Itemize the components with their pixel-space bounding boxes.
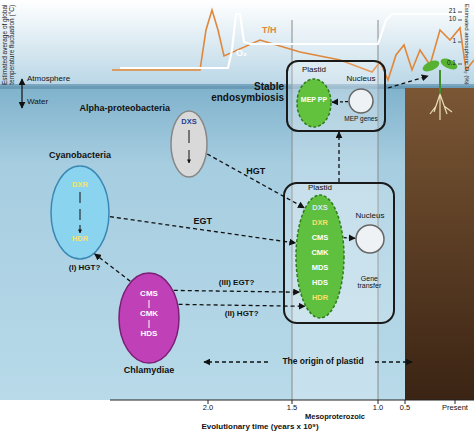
water xyxy=(0,86,474,400)
transfer-arrow xyxy=(344,237,355,239)
series-label: T/H xyxy=(262,26,286,35)
axis-text: Mesoproterozoic xyxy=(290,413,380,421)
axis-text: 1.5 xyxy=(282,404,302,412)
cell-box: PlastidDXS DXR CMS CMK MDS HDS HDR Nucleus xyxy=(283,182,395,324)
span-label: The origin of plastid xyxy=(270,357,376,366)
bacterium-ellipse: CyanobacteriaDXRHDR xyxy=(50,165,110,260)
shape-fill xyxy=(297,79,331,127)
plant-stem xyxy=(439,70,441,94)
gene-name: CMK xyxy=(118,310,180,318)
shape-outline xyxy=(355,224,385,254)
edge-label: (III) EGT? xyxy=(219,279,255,287)
cell-box: Stable endosymbiosisPlastidMEP PPNucleus… xyxy=(286,60,386,132)
organism-label: Chlamydiae xyxy=(99,366,199,375)
pathway-name: MEP PP xyxy=(298,96,330,103)
axis-text: Estimated atmospheric O₂ (%) xyxy=(464,0,470,89)
axis-text: 1 xyxy=(440,38,456,45)
pathway-step xyxy=(149,300,150,328)
shape-fill xyxy=(349,89,373,113)
gene-name: HDR xyxy=(295,294,345,302)
gene-name: MDS xyxy=(295,264,345,272)
axis-text: 10 xyxy=(440,16,456,23)
axis-area xyxy=(0,400,474,434)
gene-name: CMS xyxy=(295,234,345,242)
edge-label: HGT xyxy=(246,167,265,176)
axis-text: 0.1 xyxy=(440,60,456,67)
axis-text: Present xyxy=(437,404,473,412)
shape-fill xyxy=(51,166,109,259)
shape-fill xyxy=(296,195,344,318)
span-arrow xyxy=(375,361,412,362)
series-label: O₂ xyxy=(236,49,260,58)
axis-text: 1.0 xyxy=(368,404,388,412)
shape-outline xyxy=(348,88,374,114)
gene-name: CMS xyxy=(118,290,180,298)
edge-label: EGT xyxy=(193,217,212,226)
soil xyxy=(405,88,474,400)
plant-leaf xyxy=(439,56,459,72)
transfer-arrow xyxy=(174,290,300,292)
edge-label: (II) HGT? xyxy=(225,310,259,318)
transfer-arrow xyxy=(110,217,296,243)
shape-fill xyxy=(119,273,179,363)
sky xyxy=(0,0,474,86)
organelle-label: Plastid xyxy=(295,184,345,192)
axis-text: 21 xyxy=(440,8,456,15)
pathway-step xyxy=(189,130,190,163)
gene-name: DXS xyxy=(170,118,208,126)
zone-label: Atmosphere xyxy=(27,75,87,83)
transfer-arrow xyxy=(207,154,304,208)
axis-text: Estimated average of global temperature … xyxy=(2,0,16,93)
plastid-ellipse: PlastidMEP PP xyxy=(296,78,332,128)
span-arrow xyxy=(204,361,268,362)
edge-label: (I) HGT? xyxy=(69,263,101,271)
gene-name: DXR xyxy=(295,219,345,227)
gene-name: DXR xyxy=(50,181,110,189)
organelle-label: Nucleus xyxy=(338,75,384,83)
gene-name: CMK xyxy=(295,249,345,257)
transfer-arrow xyxy=(338,132,339,182)
evolution-arrow xyxy=(388,76,428,88)
transfer-arrow xyxy=(95,254,131,281)
organism-label: Cyanobacteria xyxy=(38,151,122,160)
gene-name: HDR xyxy=(50,235,110,243)
transfer-arrow xyxy=(332,101,348,103)
axis-ticks xyxy=(208,400,455,404)
axis-text: Evolutionary time (years x 10⁹) xyxy=(140,423,380,431)
boundary-arrow xyxy=(21,79,22,108)
shape-outline xyxy=(50,165,110,260)
shape-fill xyxy=(171,111,207,177)
organelle-label: Plastid xyxy=(292,66,336,74)
bacterium-ellipse: Alpha-proteobacteriaDXS xyxy=(170,110,208,178)
plant-leaf xyxy=(421,58,441,74)
bacterium-ellipse: ChlamydiaeCMSCMKHDS xyxy=(118,272,180,364)
pathway-step xyxy=(80,192,81,233)
axis-text: 2.0 xyxy=(198,404,218,412)
nucleus-circle: NucleusMEP genes xyxy=(348,88,374,114)
gene-name: DXS xyxy=(295,204,345,212)
plant-roots xyxy=(430,94,452,120)
cell-heading: Stable endosymbiosis xyxy=(208,82,284,103)
nucleus-circle: Nucleus xyxy=(355,224,385,254)
gene-name: HDS xyxy=(118,330,180,338)
organelle-label: Nucleus xyxy=(347,212,393,220)
gene-name: HDS xyxy=(295,279,345,287)
axis-text: 0.5 xyxy=(395,404,415,412)
zone-label: Water xyxy=(27,98,87,106)
shape-fill xyxy=(356,225,384,253)
plastid-ellipse: PlastidDXSDXRCMSCMKMDSHDSHDR xyxy=(295,194,345,319)
transfer-arrow xyxy=(179,304,305,306)
gene-group: MEP genes xyxy=(338,116,384,123)
organism-label: Alpha-proteobacteria xyxy=(66,104,170,113)
horizon xyxy=(0,84,474,89)
